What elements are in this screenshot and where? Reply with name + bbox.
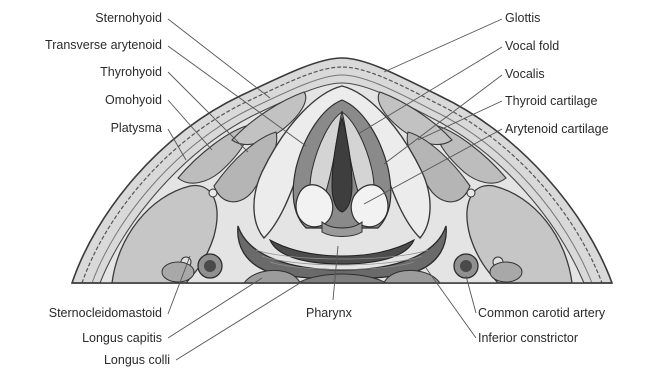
label-sternohyoid: Sternohyoid	[95, 11, 162, 25]
label-platysma: Platysma	[111, 121, 162, 135]
label-common-carotid-artery: Common carotid artery	[478, 306, 605, 320]
label-longus-colli: Longus colli	[104, 353, 170, 367]
label-omohyoid: Omohyoid	[105, 93, 162, 107]
label-pharynx: Pharynx	[306, 306, 352, 320]
label-thyroid-cartilage: Thyroid cartilage	[505, 94, 597, 108]
label-inferior-constrictor: Inferior constrictor	[478, 331, 578, 345]
label-arytenoid-cartilage: Arytenoid cartilage	[505, 122, 609, 136]
label-sternocleidomastoid: Sternocleidomastoid	[49, 306, 162, 320]
label-glottis: Glottis	[505, 11, 540, 25]
label-vocal-fold: Vocal fold	[505, 39, 559, 53]
label-vocalis: Vocalis	[505, 67, 545, 81]
label-longus-capitis: Longus capitis	[82, 331, 162, 345]
label-transverse-arytenoid: Transverse arytenoid	[45, 38, 162, 52]
label-thyrohyoid: Thyrohyoid	[100, 65, 162, 79]
